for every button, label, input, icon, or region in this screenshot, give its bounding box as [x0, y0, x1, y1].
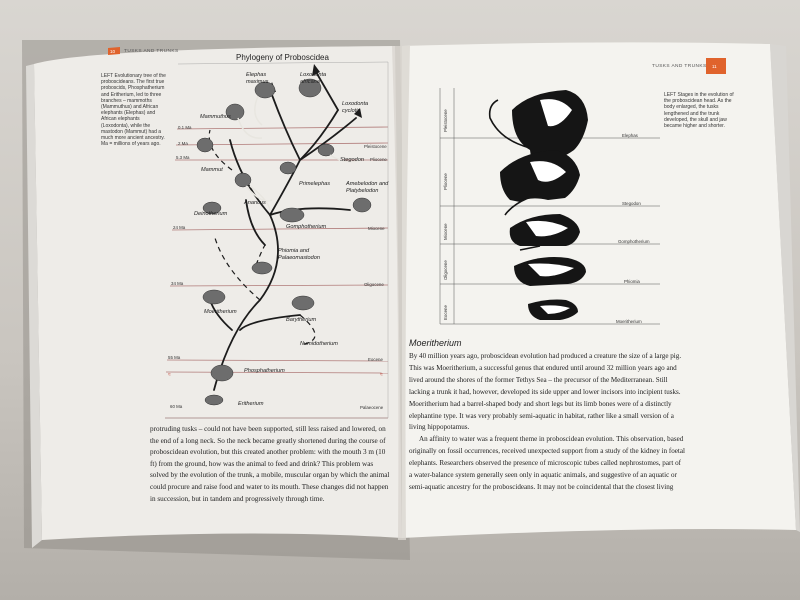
- right-running-header: TUSKS AND TRUNKS: [652, 64, 707, 69]
- skull-label: Elephas: [622, 133, 638, 138]
- skull-label: Stegodon: [622, 201, 641, 206]
- epoch-label: Eocene: [443, 305, 448, 320]
- epoch-label: Pliocene: [443, 173, 448, 190]
- skull-label: Phiomia: [624, 279, 640, 284]
- right-paragraph-2: An affinity to water was a frequent them…: [409, 434, 685, 494]
- skull-label: Moeritherium: [616, 319, 642, 324]
- epoch-label: Oligocene: [443, 260, 448, 280]
- section-title: Moeritherium: [409, 338, 462, 348]
- right-page-number: 11: [712, 64, 717, 69]
- right-paragraph-1: By 40 million years ago, proboscidean ev…: [409, 351, 685, 434]
- epoch-label: Miocene: [443, 223, 448, 240]
- skull-label: Gomphotherium: [618, 239, 649, 244]
- epoch-label: Pleistocene: [443, 109, 448, 132]
- right-caption: LEFT Stages in the evolution of the prob…: [664, 92, 736, 129]
